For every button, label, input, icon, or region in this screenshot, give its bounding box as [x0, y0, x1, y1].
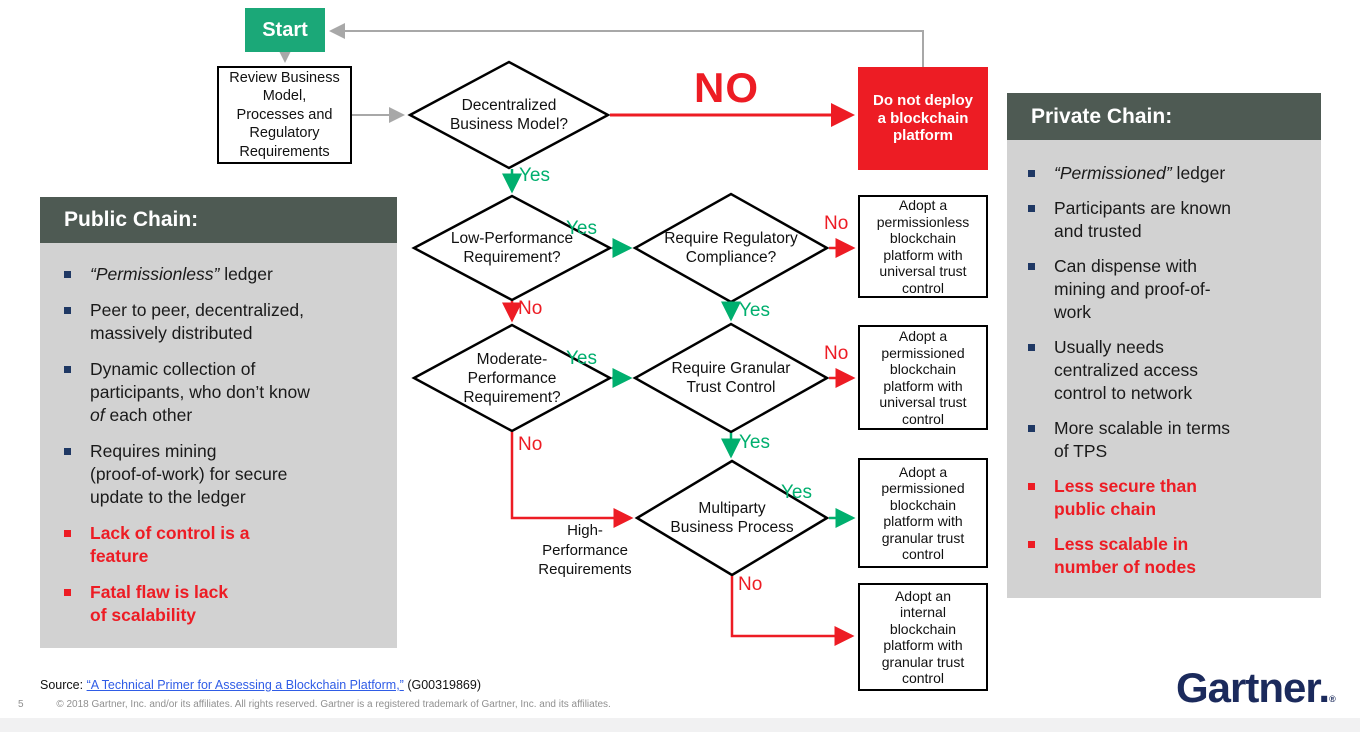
- edge-multiparty-no: [730, 576, 855, 646]
- bullet-square-icon: [1028, 425, 1035, 432]
- decision-low-perf-diamond: [411, 194, 613, 302]
- edge-label-yes: Yes: [739, 432, 770, 453]
- copyright-line: 5 © 2018 Gartner, Inc. and/or its affili…: [18, 699, 611, 710]
- bullet-square-icon: [1028, 205, 1035, 212]
- public-chain-panel: Public Chain: “Permissionless” ledger Pe…: [40, 197, 397, 648]
- do-not-deploy-node: Do not deploy a blockchain platform: [858, 67, 988, 170]
- edge-label-yes: Yes: [566, 348, 597, 369]
- bullet-square-icon: [1028, 170, 1035, 177]
- bottom-strip: [0, 718, 1360, 732]
- bullet-square-icon: [64, 307, 71, 314]
- private-bullet-warning: Less secure than public chain: [1007, 475, 1321, 521]
- big-no-label: NO: [694, 64, 759, 111]
- public-bullet: “Permissionless” ledger: [40, 263, 397, 286]
- edge-moderateperf-no: [510, 432, 634, 528]
- bullet-square-icon: [1028, 263, 1035, 270]
- decision-multiparty-label: Multiparty Business Process: [670, 500, 794, 536]
- adopt-permissioned-universal-node: Adopt a permissioned blockchain platform…: [858, 325, 988, 430]
- adopt-permissioned-granular-node: Adopt a permissioned blockchain platform…: [858, 458, 988, 568]
- private-chain-panel: Private Chain: “Permissioned” ledger Par…: [1007, 93, 1321, 598]
- public-chain-title: Public Chain:: [40, 197, 397, 243]
- public-bullet: Requires mining (proof-of-work) for secu…: [40, 440, 397, 509]
- private-bullet: Participants are known and trusted: [1007, 197, 1321, 243]
- edge-label-no: No: [824, 343, 849, 364]
- edge-label-yes: Yes: [739, 300, 770, 321]
- edge-label-no: No: [738, 574, 763, 595]
- decision-reg-compliance-label: Require Regulatory Compliance?: [664, 230, 798, 266]
- bullet-square-icon: [64, 366, 71, 373]
- decision-multiparty-diamond: [634, 459, 830, 577]
- bullet-square-icon: [64, 530, 71, 537]
- private-bullet: Usually needs centralized access control…: [1007, 336, 1321, 405]
- source-line: Source: “A Technical Primer for Assessin…: [40, 678, 481, 692]
- decision-granular-trust-diamond: [632, 322, 830, 434]
- edge-donotdeploy-to-start: [329, 23, 924, 67]
- source-ref: (G00319869): [407, 678, 481, 692]
- decision-decentralized-label: Decentralized Business Model?: [449, 97, 569, 133]
- edge-label-no: No: [824, 213, 849, 234]
- decision-granular-trust-label: Require Granular Trust Control: [671, 360, 791, 396]
- private-bullet-warning: Less scalable in number of nodes: [1007, 533, 1321, 579]
- private-bullet: More scalable in terms of TPS: [1007, 417, 1321, 463]
- public-bullet: Peer to peer, decentralized, massively d…: [40, 299, 397, 345]
- bullet-square-icon: [1028, 541, 1035, 548]
- private-chain-title: Private Chain:: [1007, 93, 1321, 140]
- private-bullet: Can dispense with mining and proof-of- w…: [1007, 255, 1321, 324]
- bullet-square-icon: [1028, 344, 1035, 351]
- edge-label-no: No: [518, 434, 543, 455]
- edge-label-no: No: [518, 298, 543, 319]
- adopt-internal-granular-node: Adopt an internal blockchain platform wi…: [858, 583, 988, 691]
- public-bullet: Dynamic collection of participants, who …: [40, 358, 397, 427]
- registered-mark: ®: [1329, 694, 1336, 704]
- public-bullet-warning: Lack of control is a feature: [40, 522, 397, 568]
- public-bullet-warning: Fatal flaw is lack of scalability: [40, 581, 397, 627]
- bullet-square-icon: [64, 271, 71, 278]
- bullet-square-icon: [64, 448, 71, 455]
- high-performance-note: High- Performance Requirements: [538, 522, 632, 578]
- edge-label-yes: Yes: [519, 165, 550, 186]
- source-label: Source:: [40, 678, 84, 692]
- decision-decentralized-diamond: [407, 60, 611, 170]
- copyright-text: © 2018 Gartner, Inc. and/or its affiliat…: [56, 699, 611, 710]
- start-node: Start: [245, 8, 325, 52]
- bullet-square-icon: [64, 589, 71, 596]
- adopt-permissionless-universal-node: Adopt a permissionless blockchain platfo…: [858, 195, 988, 298]
- edge-label-yes: Yes: [781, 482, 812, 503]
- review-business-node: Review Business Model, Processes and Reg…: [217, 66, 352, 164]
- gartner-logo: Gartner.®: [1176, 664, 1336, 711]
- edge-label-yes: Yes: [566, 218, 597, 239]
- bullet-square-icon: [1028, 483, 1035, 490]
- decision-low-perf-label: Low-Performance Requirement?: [450, 230, 574, 266]
- private-bullet: “Permissioned” ledger: [1007, 162, 1321, 185]
- page-number: 5: [18, 699, 24, 710]
- decision-moderate-perf-label: Moderate- Performance Requirement?: [463, 351, 561, 406]
- decision-reg-compliance-diamond: [632, 192, 830, 304]
- source-link[interactable]: “A Technical Primer for Assessing a Bloc…: [86, 678, 404, 692]
- decision-moderate-perf-diamond: [411, 323, 613, 433]
